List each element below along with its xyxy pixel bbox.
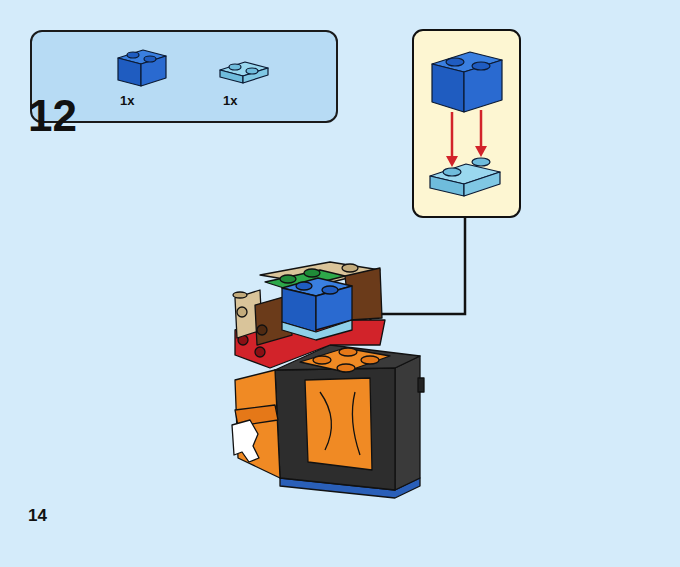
placement-arrows bbox=[446, 110, 487, 167]
callout-box bbox=[413, 30, 520, 217]
part-quantity: 1x bbox=[120, 94, 134, 107]
light-blue-plate bbox=[220, 62, 268, 83]
callout-plate bbox=[430, 158, 500, 196]
brickheadz-model bbox=[232, 262, 424, 498]
blue-brick bbox=[118, 50, 166, 86]
step-number: 12 bbox=[28, 94, 77, 138]
part-quantity: 1x bbox=[223, 94, 237, 107]
callout-leader bbox=[368, 217, 465, 314]
callout-blue-brick bbox=[432, 52, 502, 112]
page-number: 14 bbox=[28, 507, 47, 524]
